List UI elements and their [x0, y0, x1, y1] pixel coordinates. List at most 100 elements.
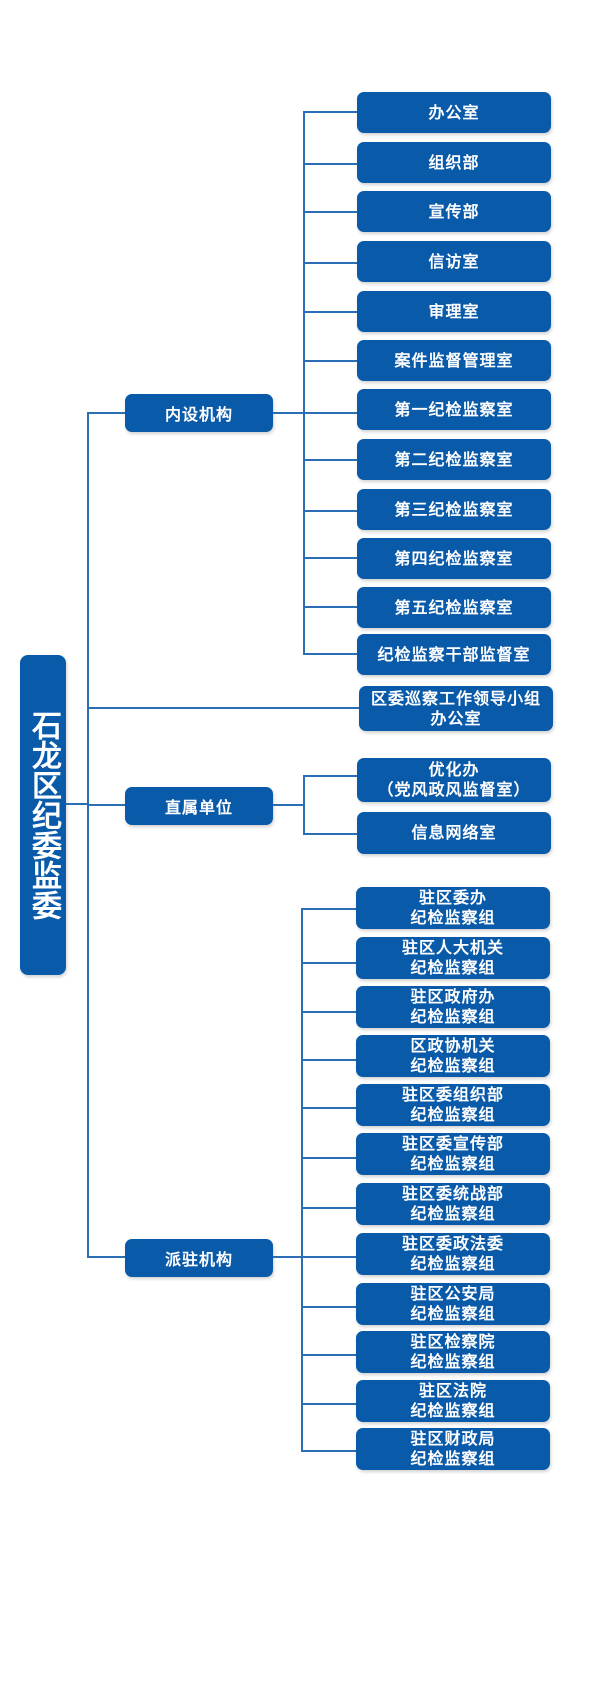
- inner-bracket: [303, 111, 305, 654]
- leaf-label-line2: 纪检监察组: [410, 1401, 496, 1420]
- leaf-label-line1: 优化办: [428, 760, 480, 779]
- leaf-connector: [303, 459, 357, 461]
- category-stationed-label: 派驻机构: [164, 1250, 233, 1269]
- leaf-connector: [301, 1107, 356, 1109]
- leaf-connector: [301, 1306, 356, 1308]
- leaf-label-line2: 纪检监察组: [410, 1304, 496, 1323]
- leaf-box: 第三纪检监察室: [357, 489, 551, 530]
- inspection-office-box: 区委巡察工作领导小组 办公室: [359, 686, 553, 731]
- category-direct: 直属单位: [125, 787, 273, 825]
- leaf-label: 第四纪检监察室: [394, 548, 514, 568]
- category-inner: 内设机构: [125, 394, 273, 432]
- leaf-box: 宣传部: [357, 191, 551, 232]
- leaf-connector: [301, 1354, 356, 1356]
- leaf-label: 审理室: [428, 301, 480, 321]
- leaf-box: 案件监督管理室: [357, 340, 551, 381]
- leaf-box: 优化办 （党风政风监督室）: [357, 758, 551, 802]
- leaf-label: 第五纪检监察室: [394, 597, 514, 617]
- direct-branch: [273, 804, 304, 806]
- stationed-bracket: [301, 908, 303, 1451]
- leaf-label-line1: 驻区委组织部: [401, 1085, 504, 1104]
- leaf-box: 办公室: [357, 92, 551, 133]
- leaf-connector: [301, 1403, 356, 1405]
- leaf-box: 驻区委宣传部 纪检监察组: [356, 1133, 550, 1175]
- leaf-label-line1: 驻区委政法委: [401, 1234, 504, 1253]
- leaf-connector: [301, 1450, 356, 1452]
- leaf-box: 组织部: [357, 142, 551, 183]
- leaf-label-line2: 纪检监察组: [410, 1154, 496, 1173]
- leaf-box: 驻区公安局 纪检监察组: [356, 1283, 550, 1325]
- connector-stationed: [87, 1256, 125, 1258]
- leaf-connector: [301, 962, 356, 964]
- leaf-label-line2: 纪检监察组: [410, 1056, 496, 1075]
- leaf-connector: [301, 1011, 356, 1013]
- leaf-label-line1: 驻区法院: [418, 1381, 487, 1400]
- leaf-box: 第五纪检监察室: [357, 587, 551, 628]
- leaf-label: 第三纪检监察室: [394, 499, 514, 519]
- leaf-connector: [301, 1157, 356, 1159]
- leaf-label-line1: 驻区政府办: [410, 987, 496, 1006]
- leaf-label-line2: 纪检监察组: [410, 908, 496, 927]
- trunk-line: [66, 803, 88, 805]
- leaf-label: 组织部: [428, 152, 480, 172]
- leaf-label-line2: （党风政风监督室）: [377, 780, 531, 799]
- leaf-connector: [303, 510, 357, 512]
- root-box: 石龙区纪委监委: [20, 655, 66, 975]
- leaf-label: 第二纪检监察室: [394, 449, 514, 469]
- leaf-connector: [303, 211, 357, 213]
- leaf-box: 驻区检察院 纪检监察组: [356, 1331, 550, 1373]
- leaf-label-line1: 驻区委统战部: [401, 1184, 504, 1203]
- leaf-box: 信息网络室: [357, 812, 551, 854]
- leaf-label-line2: 纪检监察组: [410, 1254, 496, 1273]
- leaf-label-line1: 信息网络室: [411, 823, 497, 842]
- trunk-vertical: [87, 412, 89, 1257]
- leaf-connector: [303, 833, 357, 835]
- leaf-connector: [301, 1059, 356, 1061]
- leaf-box: 信访室: [357, 241, 551, 282]
- leaf-box: 纪检监察干部监督室: [357, 634, 551, 675]
- direct-bracket: [303, 775, 305, 834]
- leaf-box: 第二纪检监察室: [357, 439, 551, 480]
- leaf-connector: [301, 1256, 356, 1258]
- leaf-box: 审理室: [357, 291, 551, 332]
- leaf-label: 案件监督管理室: [394, 350, 514, 370]
- leaf-box: 第四纪检监察室: [357, 538, 551, 579]
- leaf-connector: [303, 262, 357, 264]
- leaf-connector: [303, 111, 357, 113]
- leaf-label-line2: 纪检监察组: [410, 958, 496, 977]
- leaf-box: 区政协机关 纪检监察组: [356, 1035, 550, 1077]
- leaf-label-line2: 纪检监察组: [410, 1105, 496, 1124]
- leaf-box: 驻区法院 纪检监察组: [356, 1380, 550, 1422]
- leaf-connector: [303, 653, 357, 655]
- leaf-label-line1: 驻区财政局: [410, 1429, 496, 1448]
- leaf-label: 纪检监察干部监督室: [377, 644, 531, 664]
- leaf-connector: [303, 775, 357, 777]
- leaf-label: 第一纪检监察室: [394, 399, 514, 419]
- leaf-box: 驻区委统战部 纪检监察组: [356, 1183, 550, 1225]
- leaf-label-line1: 区政协机关: [410, 1036, 496, 1055]
- connector-inner: [87, 412, 125, 414]
- leaf-box: 驻区委办 纪检监察组: [356, 887, 550, 929]
- leaf-label-line2: 纪检监察组: [410, 1449, 496, 1468]
- leaf-label: 办公室: [428, 102, 480, 122]
- leaf-box: 驻区财政局 纪检监察组: [356, 1428, 550, 1470]
- leaf-connector: [303, 412, 357, 414]
- category-inner-label: 内设机构: [164, 405, 233, 424]
- leaf-box: 驻区委组织部 纪检监察组: [356, 1084, 550, 1126]
- connector-inspection: [87, 707, 359, 709]
- leaf-connector: [303, 606, 357, 608]
- leaf-connector: [303, 360, 357, 362]
- leaf-box: 驻区人大机关 纪检监察组: [356, 937, 550, 979]
- root-label: 石龙区纪委监委: [26, 710, 61, 920]
- leaf-label-line1: 驻区人大机关: [401, 938, 504, 957]
- leaf-label-line1: 驻区委宣传部: [401, 1134, 504, 1153]
- inspection-office-line2: 办公室: [430, 708, 482, 728]
- leaf-label-line2: 纪检监察组: [410, 1352, 496, 1371]
- leaf-box: 驻区委政法委 纪检监察组: [356, 1233, 550, 1275]
- leaf-label: 信访室: [428, 251, 480, 271]
- leaf-box: 第一纪检监察室: [357, 389, 551, 430]
- category-stationed: 派驻机构: [125, 1239, 273, 1277]
- leaf-label: 宣传部: [428, 201, 480, 221]
- leaf-label-line1: 驻区公安局: [410, 1284, 496, 1303]
